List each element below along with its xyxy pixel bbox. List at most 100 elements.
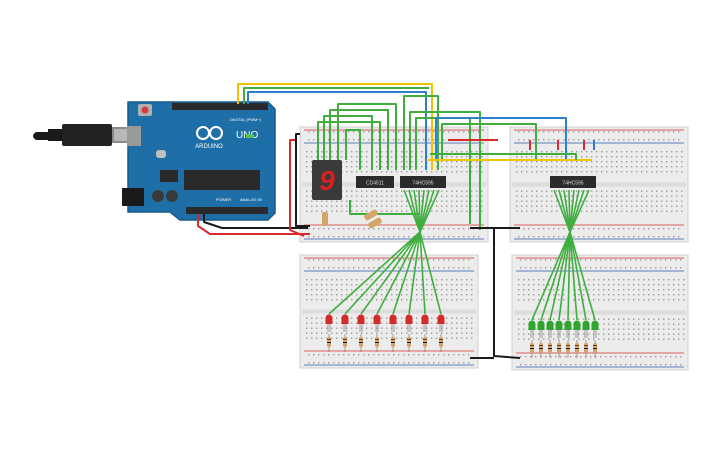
chip-shift-register-1[interactable]: 74HC595	[400, 176, 446, 188]
led-red-6[interactable]	[405, 314, 413, 333]
shift1-output-wire	[408, 189, 421, 233]
led-wire-green-1	[531, 231, 571, 321]
arduino-brand-label: ARDUINO	[195, 144, 223, 150]
resistor-green-4[interactable]	[557, 340, 561, 358]
wire-green-7	[403, 95, 439, 170]
wire-green-10	[349, 200, 420, 215]
wire-red-rail-left	[289, 139, 305, 237]
green-led-wire-fan	[531, 189, 596, 321]
wire-blue-2	[435, 117, 567, 160]
resistor-red-2[interactable]	[343, 334, 347, 352]
led-red-8[interactable]	[437, 314, 445, 333]
led-wire-green-7	[569, 231, 587, 321]
resistor-red-8[interactable]	[439, 334, 443, 352]
seven-segment-display[interactable]: 9	[312, 160, 342, 200]
led-wire-green-8	[569, 231, 596, 321]
regulator	[160, 170, 178, 182]
digital-header-label: DIGITAL (PWM~)	[230, 117, 262, 122]
wires	[197, 83, 596, 359]
wire-green-4	[329, 109, 389, 170]
led-wire-green-5	[567, 231, 571, 321]
led-wire-red-8	[419, 231, 442, 315]
led-wire-red-7	[419, 231, 426, 315]
seven-segment-digit: 9	[319, 165, 335, 196]
led-red-3[interactable]	[357, 314, 365, 333]
atmega-chip	[184, 170, 260, 190]
resistor-green-7[interactable]	[584, 340, 588, 358]
resistor-red-4[interactable]	[375, 334, 379, 352]
display-resistors	[322, 209, 382, 229]
analog-power-header	[186, 207, 268, 214]
chip-decoder-body	[356, 176, 394, 188]
breadboard-bottom-right[interactable]	[511, 254, 689, 371]
wire-yellow-1	[237, 83, 433, 170]
led-green-2[interactable]	[537, 320, 545, 338]
green-led-bank	[528, 320, 599, 358]
seven-segment-body	[312, 160, 342, 200]
resistor-green-2[interactable]	[539, 340, 543, 358]
led-wire-red-2	[344, 231, 421, 315]
led-wire-red-6	[408, 231, 421, 315]
resistor-green-3[interactable]	[548, 340, 552, 358]
shift1-output-wire	[413, 189, 421, 233]
chip-shift-register-2[interactable]: 74HC595	[550, 176, 596, 188]
resistor-red-3[interactable]	[359, 334, 363, 352]
shift1-output-wire	[403, 189, 421, 233]
led-red-7[interactable]	[421, 314, 429, 333]
led-green-3[interactable]	[546, 320, 554, 338]
led-wire-green-4	[558, 231, 571, 321]
resistor-red-1[interactable]	[327, 334, 331, 352]
wire-blue-1	[247, 91, 427, 170]
resistor-green-6[interactable]	[575, 340, 579, 358]
led-green-6[interactable]	[573, 320, 581, 338]
resistor-green-8[interactable]	[593, 340, 597, 358]
led-wire-green-2	[540, 231, 571, 321]
shift2-output-wire	[569, 189, 575, 233]
power-header-label: POWER	[216, 197, 231, 202]
led-red-5[interactable]	[389, 314, 397, 333]
shift1-output-wire	[419, 189, 425, 233]
led-green-8[interactable]	[591, 320, 599, 338]
breadboard-bottom-left[interactable]	[299, 254, 479, 369]
wire-green-2	[317, 121, 381, 170]
power-jack	[122, 188, 144, 206]
resistor-green-5[interactable]	[566, 340, 570, 358]
resistor-red-7[interactable]	[423, 334, 427, 352]
resistor-red-5[interactable]	[391, 334, 395, 352]
led-red-1[interactable]	[325, 314, 333, 333]
wire-green-8	[409, 111, 481, 230]
wire-green-11	[441, 123, 537, 160]
led-green-4[interactable]	[555, 320, 563, 338]
led-wire-red-3	[360, 231, 421, 315]
shift1-output-wire	[419, 189, 440, 233]
chip-shift2-body	[550, 176, 596, 188]
led-red-2[interactable]	[341, 314, 349, 333]
wire-green-top	[243, 87, 429, 104]
resistor-green-1[interactable]	[530, 340, 534, 358]
wire-green-6	[345, 129, 361, 170]
shift1-output-wire	[418, 189, 421, 233]
red-led-wire-fan	[328, 189, 442, 315]
arduino-uno[interactable]: ARDUINO UNO DIGITAL (PWM~) POWER ANALOG …	[122, 101, 276, 221]
led-red-4[interactable]	[373, 314, 381, 333]
led-wire-green-6	[569, 231, 578, 321]
chip-shift1-label: 74HC595	[412, 181, 433, 187]
led-wire-red-1	[328, 231, 421, 315]
chip-shift1-body	[400, 176, 446, 188]
led-green-5[interactable]	[564, 320, 572, 338]
shift2-output-wire	[569, 189, 590, 233]
wire-gnd	[203, 214, 308, 229]
shift2-output-wire	[553, 189, 571, 233]
led-green-1[interactable]	[528, 320, 536, 338]
arduino-board	[127, 101, 276, 221]
red-led-bank	[325, 314, 445, 352]
resistor-red-6[interactable]	[407, 334, 411, 352]
led-green-7[interactable]	[582, 320, 590, 338]
wire-green-12	[430, 153, 577, 160]
board-usb-port	[127, 126, 141, 146]
led-wire-red-4	[376, 231, 421, 315]
chip-decoder[interactable]: CD4511	[356, 176, 394, 188]
analog-header-label: ANALOG IN	[240, 197, 262, 202]
